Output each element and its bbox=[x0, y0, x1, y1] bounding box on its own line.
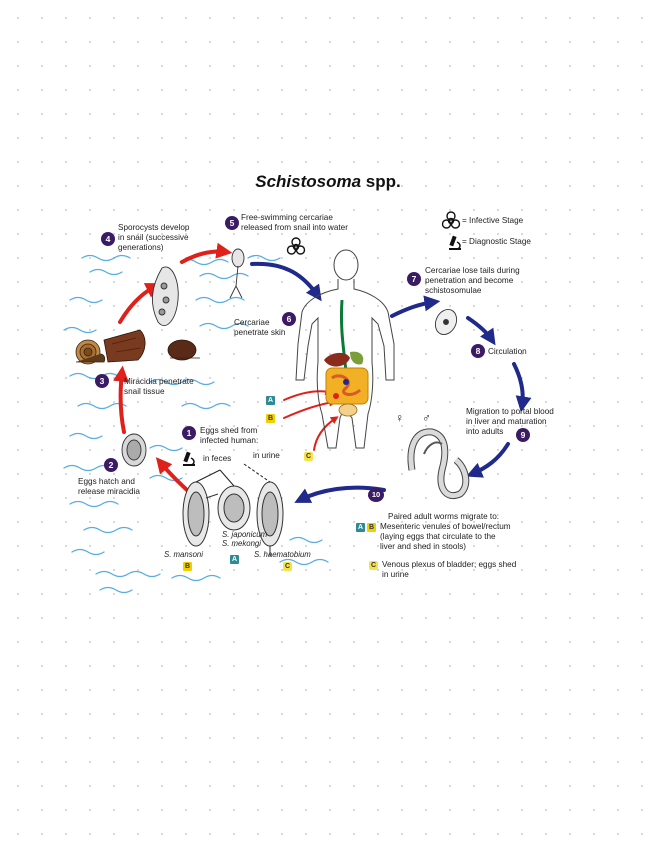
species-haematobium-label: S. haematobium bbox=[254, 550, 311, 559]
cycle-arrows bbox=[112, 242, 532, 503]
arrow-portal-to-adults bbox=[466, 442, 510, 478]
cercaria bbox=[229, 248, 245, 299]
legend-infective-label: = Infective Stage bbox=[462, 216, 524, 225]
step-7-marker: 7 bbox=[407, 272, 421, 286]
microscope-icon bbox=[449, 235, 461, 250]
arrow-sporocysts-to-cercariae bbox=[180, 242, 233, 264]
step-8-label: Circulation bbox=[488, 347, 527, 356]
in-urine-label: in urine bbox=[253, 451, 280, 460]
human-organs bbox=[324, 299, 369, 417]
snail-planorbid bbox=[75, 339, 106, 365]
in-feces-label: in feces bbox=[203, 454, 232, 463]
arrow-to-circulation bbox=[466, 316, 496, 346]
egg-mansoni bbox=[182, 481, 219, 547]
arrow-skin-to-schistosomulae bbox=[390, 295, 441, 318]
egg-japonicum bbox=[217, 485, 251, 531]
arrow-a-to-intestine bbox=[283, 387, 334, 401]
step-8-marker: 8 bbox=[471, 344, 485, 358]
title-suffix: spp. bbox=[361, 172, 401, 191]
diagram-title: Schistosoma spp. bbox=[0, 172, 656, 192]
badge-c-haematobium: C bbox=[283, 562, 292, 571]
badge-a-human: A bbox=[266, 396, 275, 405]
step-9-marker: 9 bbox=[516, 428, 530, 442]
male-symbol: ♂ bbox=[422, 411, 431, 425]
egg-connectors bbox=[195, 463, 271, 487]
female-symbol: ♀ bbox=[395, 411, 404, 425]
step-10-marker: 10 bbox=[368, 488, 384, 502]
egg-haematobium bbox=[256, 481, 284, 556]
badge-c-human: C bbox=[304, 452, 313, 461]
step-3-marker: 3 bbox=[95, 374, 109, 388]
badge-c-destination: C bbox=[369, 561, 378, 570]
miracidium bbox=[121, 433, 147, 467]
step-6-marker: 6 bbox=[282, 312, 296, 326]
arrow-circulation-to-portal bbox=[512, 362, 532, 413]
badge-a-destination: A bbox=[356, 523, 365, 532]
step-4-marker: 4 bbox=[101, 232, 115, 246]
badge-b-human: B bbox=[266, 414, 275, 423]
snail-pointed bbox=[103, 329, 146, 363]
badge-a-japonicum: A bbox=[230, 555, 239, 564]
snail-round bbox=[167, 339, 200, 361]
title-genus: Schistosoma bbox=[255, 172, 362, 191]
step-10-label: Paired adult worms migrate to: bbox=[388, 512, 500, 521]
step-5-marker: 5 bbox=[225, 216, 239, 230]
legend-diagnostic-label: = Diagnostic Stage bbox=[462, 237, 531, 246]
arrow-b-to-intestine bbox=[283, 398, 338, 419]
arrow-cercariae-to-skin bbox=[250, 261, 322, 302]
sporocyst bbox=[152, 266, 179, 327]
arrow-snail-to-sporocysts bbox=[118, 283, 162, 324]
biohazard-icon bbox=[441, 211, 461, 229]
destination-bowel-text: Mesenteric venules of bowel/rectum(layin… bbox=[380, 522, 511, 551]
step-1-marker: 1 bbox=[182, 426, 196, 440]
water-waves bbox=[63, 254, 329, 594]
badge-b-destination: B bbox=[367, 523, 376, 532]
biohazard-icon bbox=[286, 237, 306, 255]
arrow-c-to-bladder bbox=[313, 416, 339, 451]
schistosomulum bbox=[434, 309, 458, 335]
microscope-icon bbox=[183, 451, 195, 466]
species-mansoni-label: S. mansoni bbox=[164, 550, 204, 559]
step-2-marker: 2 bbox=[104, 458, 118, 472]
badge-b-mansoni: B bbox=[183, 562, 192, 571]
arrow-miracidia-to-snail bbox=[112, 365, 129, 434]
adult-worms bbox=[407, 428, 470, 499]
